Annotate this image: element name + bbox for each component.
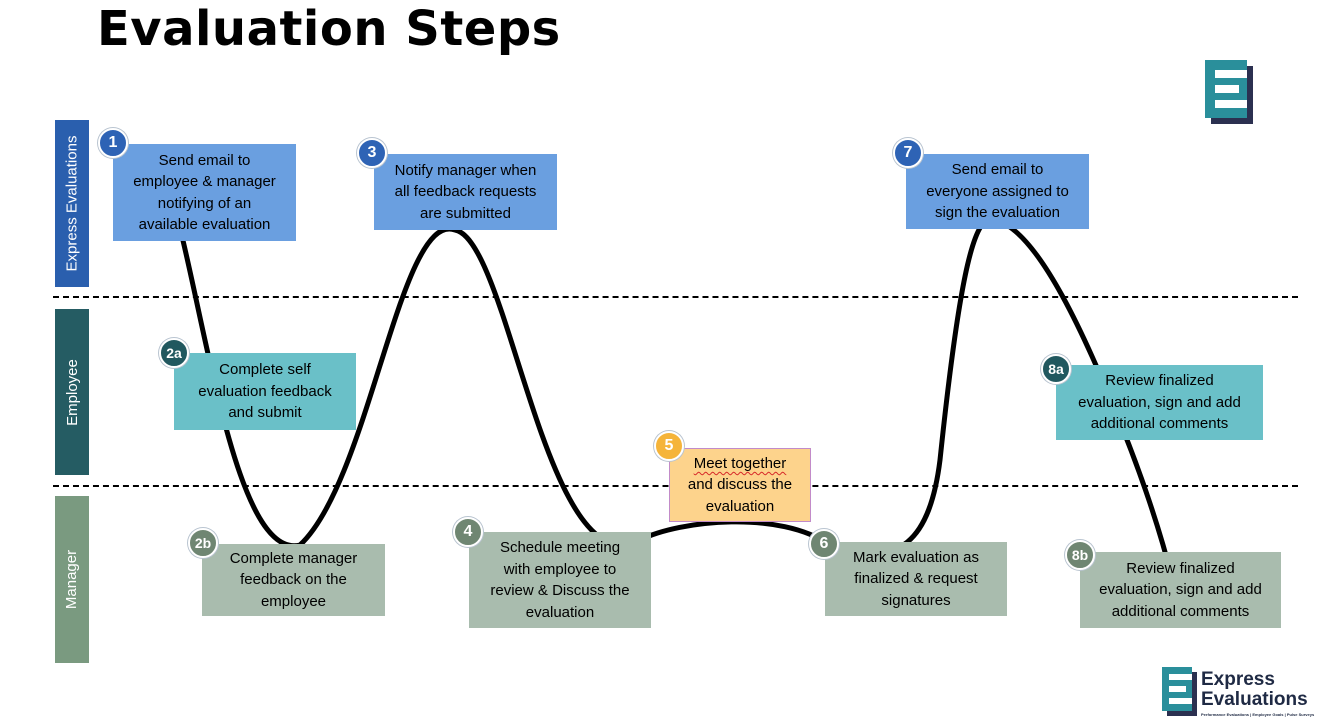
- lane-express-evaluations: Express Evaluations: [55, 120, 89, 287]
- step-2b-badge: 2b: [188, 528, 218, 558]
- brand-tagline: Performance Evaluations | Employee Goals…: [1201, 712, 1315, 717]
- brand-name-line2: Evaluations: [1201, 689, 1308, 710]
- lane-manager: Manager: [55, 496, 89, 663]
- lane-employee: Employee: [55, 309, 89, 475]
- step-4-badge: 4: [453, 517, 483, 547]
- step-6-badge: 6: [809, 529, 839, 559]
- lane-divider-top: [53, 296, 1298, 298]
- page-title: Evaluation Steps: [97, 1, 561, 57]
- step-2a-badge: 2a: [159, 338, 189, 368]
- step-3-badge: 3: [357, 138, 387, 168]
- company-logo-icon: [1205, 60, 1253, 124]
- step-8a-badge: 8a: [1041, 354, 1071, 384]
- step-5-badge: 5: [654, 431, 684, 461]
- step-1-badge: 1: [98, 128, 128, 158]
- step-7-badge: 7: [893, 138, 923, 168]
- brand-wordmark: Express Evaluations Performance Evaluati…: [1201, 669, 1315, 718]
- brand-logo-icon: [1162, 667, 1197, 716]
- brand-name-line1: Express: [1201, 669, 1275, 690]
- step-8b-badge: 8b: [1065, 540, 1095, 570]
